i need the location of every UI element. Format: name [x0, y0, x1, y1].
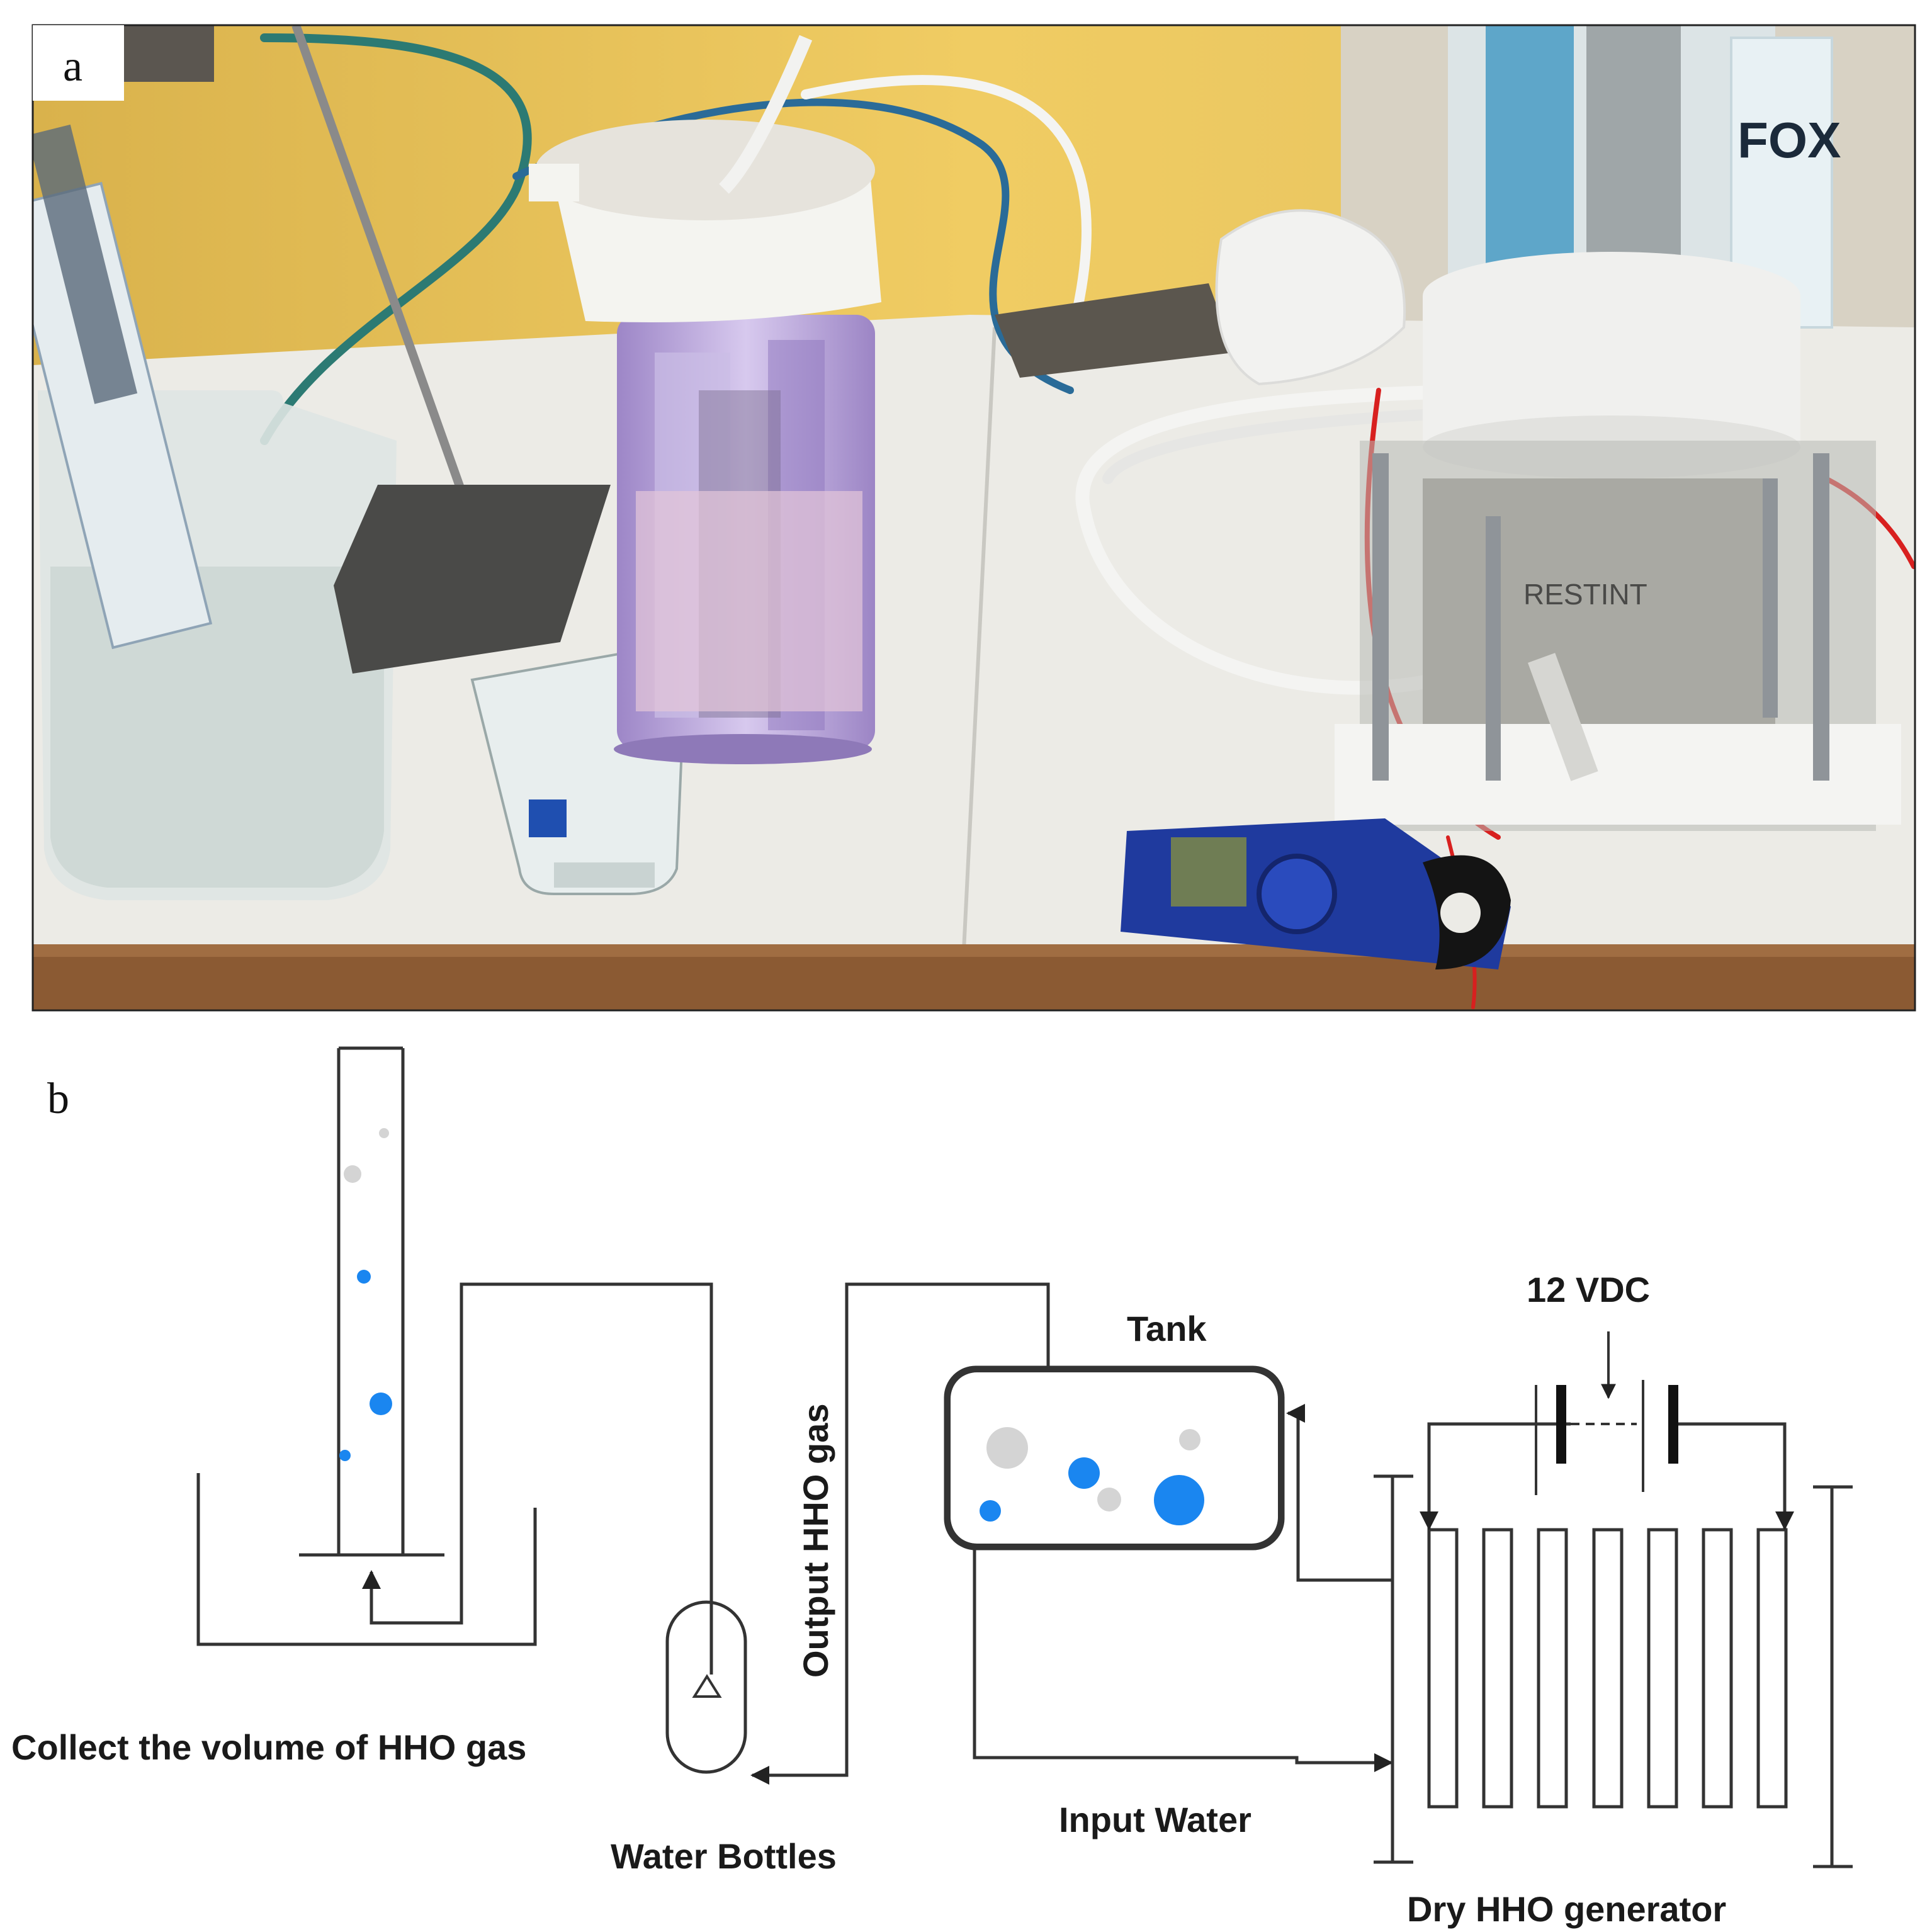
dc-power-supply [1420, 1331, 1794, 1530]
gas-line-to-tank [1286, 1404, 1393, 1582]
output-hho-gas-label: Output HHO gas [796, 1403, 835, 1678]
clamp-meter [1121, 818, 1511, 969]
water-bottles-label: Water Bottles [611, 1836, 837, 1876]
input-water-label: Input Water [1059, 1800, 1251, 1839]
large-beaker [33, 124, 397, 900]
bottle-brand-text: FOX [1737, 112, 1841, 168]
panel-b-label: b [47, 1075, 69, 1123]
water-basin [196, 1473, 537, 1646]
gas-line-to-cylinder [362, 1282, 713, 1675]
water-bottle [665, 1600, 747, 1774]
generator-plates [1427, 1528, 1788, 1809]
output-gas-line [750, 1282, 1050, 1785]
panel-a-label: a [63, 42, 82, 91]
dry-hho-generator-label: Dry HHO generator [1407, 1889, 1726, 1929]
tank [944, 1365, 1285, 1551]
measuring-cylinder [299, 1046, 444, 1557]
retort-stand-rod [291, 25, 470, 506]
tank-label: Tank [1127, 1309, 1207, 1348]
generator-frame [1374, 1474, 1853, 1868]
retort-stand-base [334, 485, 611, 674]
hho-generator-photo: FOX RESTINT [1335, 25, 1901, 831]
panel-a-photo: FOX RESTINT [33, 25, 1915, 1010]
collect-hho-label: Collect the volume of HHO gas [11, 1727, 526, 1767]
generator-brand-text: RESTINT [1523, 578, 1647, 611]
panel-b-schematic: b [11, 1046, 1853, 1929]
filter-housing [529, 35, 881, 764]
input-water-line [973, 1550, 1393, 1772]
voltage-label: 12 VDC [1527, 1270, 1650, 1309]
plastic-bag [1215, 209, 1406, 386]
